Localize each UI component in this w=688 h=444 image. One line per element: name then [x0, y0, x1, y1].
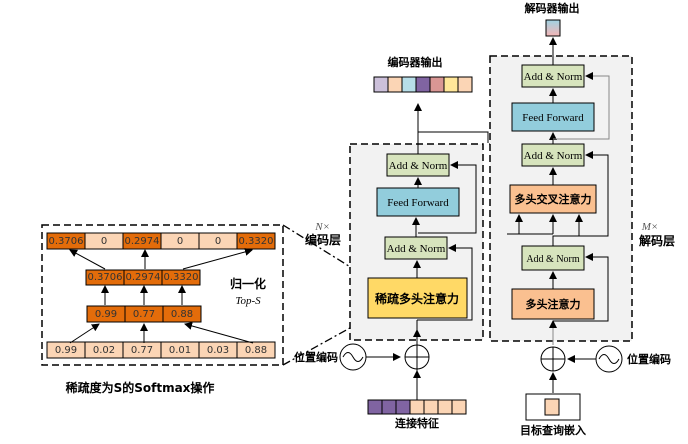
vector-cell [367, 399, 383, 415]
decoder-add-norm-top-text: Add & Norm [524, 71, 583, 83]
vector-cell [415, 76, 431, 93]
decoder-self-attention-text: 多头注意力 [526, 297, 581, 311]
topk-label: Top-S [235, 295, 261, 307]
concat-feature-vector [367, 399, 467, 415]
value-cell-text: 0.77 [133, 309, 155, 320]
output-row: 0.3706 0 0.2974 0 0 0.3320 [46, 232, 276, 250]
vector-cell [437, 399, 453, 415]
encoder-add-norm-bottom-text: Add & Norm [387, 243, 446, 255]
topk-row: 0.99 0.77 0.88 [86, 305, 202, 323]
vector-cell [381, 399, 397, 415]
decoder-layer-label: 解码层 [639, 233, 675, 248]
sine-wave-icon [598, 354, 620, 364]
decoder-positional-encoding-label: 位置编码 [627, 352, 671, 366]
vector-cell [373, 76, 389, 93]
softmax-panel-border [41, 224, 284, 366]
value-cell-text: 0.2974 [125, 236, 160, 247]
input-row: 0.99 0.02 0.77 0.01 0.03 0.88 [46, 341, 276, 359]
target-query-token [544, 398, 560, 416]
value-cell-text: 0.3320 [239, 236, 274, 247]
vector-cell [387, 76, 403, 93]
value-cell-text: 0.88 [171, 309, 193, 320]
encoder-add-norm-top-text: Add & Norm [389, 160, 448, 172]
decoder-feed-forward-text: Feed Forward [522, 112, 584, 124]
encoder-sparse-attention [367, 277, 468, 319]
value-cell-text: 0.3706 [49, 236, 84, 247]
encoder-block: N× 编码层 Add & Norm Feed Forward Add & Nor… [294, 55, 507, 430]
value-cell-text: 0 [215, 236, 221, 247]
decoder-block: M× 解码层 Add & Norm Feed Forward Add & Nor… [489, 1, 675, 437]
decoder-cross-attention-text: 多头交叉注意力 [515, 192, 592, 206]
vector-cell [451, 399, 467, 415]
normalize-label: 归一化 [230, 276, 266, 291]
softmax-caption: 稀疏度为S的Softmax操作 [66, 380, 215, 395]
encoder-input-label: 连接特征 [395, 416, 439, 430]
decoder-output-label: 解码器输出 [525, 1, 580, 15]
value-cell-text: 0.3706 [88, 272, 123, 283]
value-cell-text: 0.02 [93, 345, 115, 356]
vector-cell [423, 399, 439, 415]
sine-wave-icon [342, 352, 364, 362]
value-cell-text: 0 [177, 236, 183, 247]
encoder-sparse-attention-text: 稀疏多头注意力 [375, 291, 459, 306]
value-cell-text: 0.99 [95, 309, 117, 320]
vector-cell [395, 399, 411, 415]
value-cell-text: 0 [101, 236, 107, 247]
decoder-add-norm-mid-text: Add & Norm [524, 150, 583, 162]
decoder-repeat-label: M× [641, 221, 659, 233]
vector-cell [401, 76, 417, 93]
encoder-layer-label: 编码层 [304, 232, 341, 247]
value-cell-text: 0.3320 [164, 272, 199, 283]
value-cell [162, 305, 202, 323]
decoder-output-vector [545, 19, 561, 37]
encoder-feed-forward [376, 187, 460, 217]
decoder-self-attention [511, 288, 595, 320]
value-cell [236, 341, 276, 359]
vector-cell [429, 76, 445, 93]
decoder-flow-arrows [507, 37, 610, 393]
encoder-positional-encoding-label: 位置编码 [294, 350, 338, 364]
vector-cell [409, 399, 425, 415]
value-cell-text: 0.99 [55, 345, 77, 356]
value-cell-text: 0.01 [169, 345, 191, 356]
vector-cell [457, 76, 473, 93]
encoder-output-label: 编码器输出 [388, 55, 443, 69]
encoder-feed-forward-text: Feed Forward [387, 197, 449, 209]
encoder-repeat-label: N× [314, 221, 330, 233]
vector-cell [443, 76, 459, 93]
value-cell-text: 0.77 [131, 345, 153, 356]
value-cell-text: 0.88 [245, 345, 267, 356]
value-cell-text: 0.03 [207, 345, 229, 356]
decoder-feed-forward [511, 102, 595, 132]
decoder-add-norm-bottom-text: Add & Norm [526, 254, 580, 265]
encoder-output-vector [373, 76, 473, 93]
decoder-input-label: 目标查询嵌入 [520, 423, 586, 437]
softmax-arrows [69, 248, 254, 344]
value-cell [236, 232, 276, 250]
value-cell-text: 0.2974 [126, 272, 161, 283]
decoder-cross-attention [509, 184, 597, 214]
